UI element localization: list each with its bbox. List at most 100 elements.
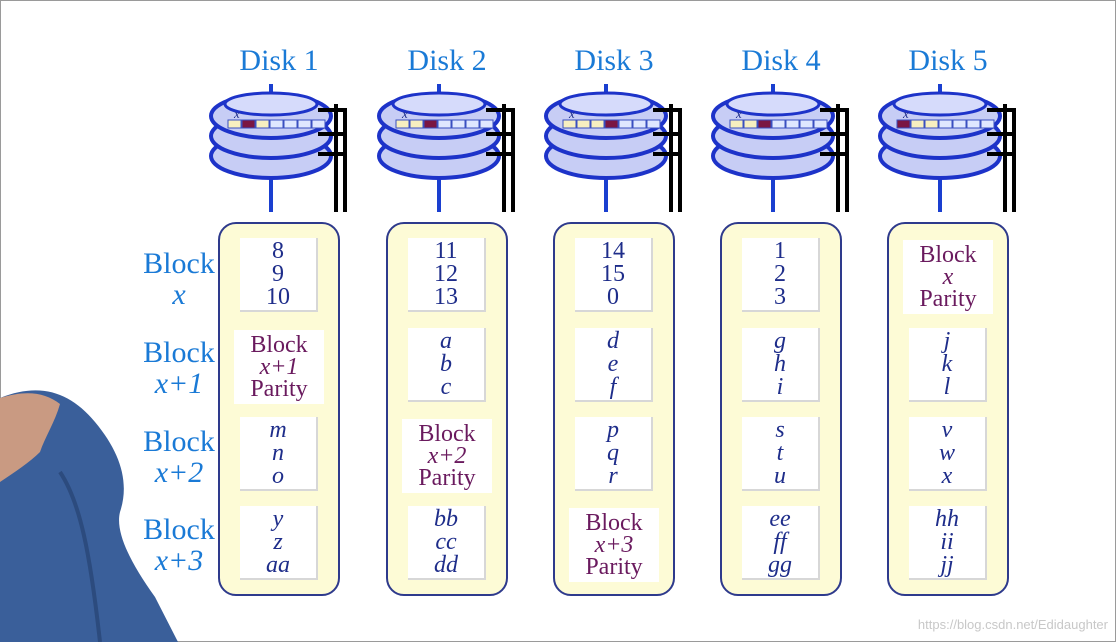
block-value: hh — [935, 505, 959, 532]
block-value: 2 — [774, 260, 786, 287]
disk-4-icon: x — [711, 84, 849, 212]
row-label-word: Block — [143, 425, 215, 458]
parity-parity: Parity — [585, 554, 643, 580]
parity-parity: Parity — [418, 465, 476, 491]
block-value: o — [272, 462, 284, 489]
block-value: l — [943, 373, 951, 400]
parity-block: Block — [250, 332, 308, 358]
block-value: h — [774, 350, 786, 377]
disk-title-2: Disk 2 — [407, 44, 487, 77]
platter-label: x — [233, 106, 240, 121]
row-label-word: Block — [143, 513, 215, 546]
row-label-var: x+1 — [154, 367, 204, 400]
block-value: d — [607, 327, 619, 354]
platter-label: x — [568, 106, 575, 121]
block-value: v — [941, 416, 953, 443]
block-value: f — [609, 373, 617, 400]
block-value: 15 — [601, 260, 625, 287]
block-value: i — [776, 373, 784, 400]
parity-block: Block — [585, 510, 643, 536]
block-value: 14 — [601, 237, 625, 264]
row-label-var: x — [172, 278, 186, 311]
disk-title-5: Disk 5 — [908, 44, 988, 77]
disk-1-icon: x — [209, 84, 347, 212]
block-value: t — [776, 439, 784, 466]
row-label-word: Block — [143, 247, 215, 280]
block-value: g — [774, 327, 786, 354]
block-value: q — [607, 439, 619, 466]
block-value: 10 — [266, 283, 290, 310]
parity-block: Block — [919, 242, 977, 268]
row-label-word: Block — [143, 336, 215, 369]
parity-offset: x+3 — [594, 532, 634, 558]
disk-5-icon: x — [878, 84, 1016, 212]
block-value: k — [941, 350, 953, 377]
disk-title-3: Disk 3 — [574, 44, 654, 77]
block-value: m — [269, 416, 287, 443]
block-value: z — [273, 528, 283, 555]
block-value: x — [941, 462, 953, 489]
block-value: p — [607, 416, 619, 443]
disk-title-1: Disk 1 — [239, 44, 319, 77]
parity-parity: Parity — [919, 286, 977, 312]
block-value: bb — [434, 505, 458, 532]
block-value: 13 — [434, 283, 458, 310]
block-value: ff — [773, 528, 787, 555]
parity-offset: x+1 — [259, 354, 299, 380]
row-label-var: x+2 — [154, 456, 204, 489]
presenter-figure — [0, 390, 178, 642]
block-value: jj — [940, 551, 954, 578]
block-value: cc — [435, 528, 457, 555]
disk-2-icon: x — [377, 84, 515, 212]
block-value: 3 — [774, 283, 786, 310]
watermark: https://blog.csdn.net/Edidaughter — [917, 617, 1108, 632]
platter-label: x — [401, 106, 408, 121]
block-value: r — [608, 462, 618, 489]
row-label-var: x+3 — [154, 544, 204, 577]
platter-label: x — [902, 106, 909, 121]
parity-offset: x — [942, 264, 954, 290]
parity-block: Block — [418, 421, 476, 447]
parity-parity: Parity — [250, 376, 308, 402]
block-value: gg — [768, 551, 792, 578]
block-value: ii — [940, 528, 954, 555]
block-value: a — [440, 327, 452, 354]
block-value: n — [272, 439, 284, 466]
block-value: ee — [769, 505, 791, 532]
block-value: aa — [266, 551, 290, 578]
block-value: 1 — [774, 237, 786, 264]
block-value: 11 — [434, 237, 458, 264]
platter-label: x — [735, 106, 742, 121]
disk-title-4: Disk 4 — [741, 44, 821, 77]
block-value: u — [774, 462, 786, 489]
block-value: s — [775, 416, 785, 443]
parity-offset: x+2 — [427, 443, 467, 469]
block-value: dd — [434, 551, 458, 578]
block-value: w — [938, 439, 955, 466]
block-value: y — [272, 505, 284, 532]
